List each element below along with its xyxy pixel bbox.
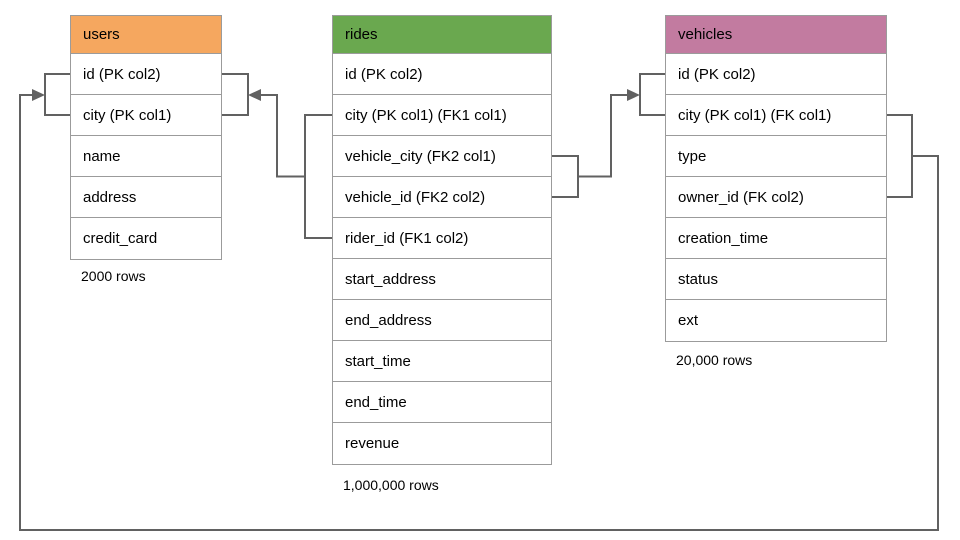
column-label: id (PK col2) [83,65,161,83]
table-title: rides [345,26,378,43]
table-header-vehicles: vehicles [666,16,886,54]
table-row: address [71,177,221,218]
table-row: id (PK col2) [666,54,886,95]
table-row: revenue [333,423,551,464]
table-row: vehicle_id (FK2 col2) [333,177,551,218]
table-rides: rides id (PK col2) city (PK col1) (FK1 c… [332,15,552,465]
relationship-rides-to-users [222,73,332,239]
table-header-users: users [71,16,221,54]
users-left-bracket [44,73,70,116]
rides-to-users-line [261,94,305,178]
column-label: city (PK col1) (FK col1) [678,106,832,124]
table-row: start_address [333,259,551,300]
table-users: users id (PK col2) city (PK col1) name a… [70,15,222,260]
column-label: rider_id (FK1 col2) [345,229,469,247]
table-row: status [666,259,886,300]
column-label: type [678,147,707,165]
table-row: ext [666,300,886,341]
table-vehicles: vehicles id (PK col2) city (PK col1) (FK… [665,15,887,342]
table-row: vehicle_city (FK2 col1) [333,136,551,177]
table-row: owner_id (FK col2) [666,177,886,218]
column-label: vehicle_id (FK2 col2) [345,188,486,206]
users-right-bracket [222,73,249,116]
column-label: creation_time [678,229,769,247]
column-label: ext [678,312,699,329]
column-label: vehicle_city (FK2 col1) [345,147,496,165]
row-count-users: 2000 rows [81,268,146,284]
table-row: credit_card [71,218,221,259]
vehicles-left-bracket [639,73,665,116]
rides-to-users-arrowhead [248,89,261,101]
column-label: name [83,147,121,165]
table-row: creation_time [666,218,886,259]
column-label: end_time [345,393,407,411]
vehicles-to-users-arrowhead [32,89,45,101]
column-label: start_time [345,352,411,370]
table-row: start_time [333,341,551,382]
row-count-rides: 1,000,000 rows [343,477,439,493]
table-row: name [71,136,221,177]
column-label: owner_id (FK col2) [678,188,804,206]
column-label: revenue [345,435,400,452]
column-label: city (PK col1) [83,106,172,124]
table-row: id (PK col2) [333,54,551,95]
column-label: id (PK col2) [345,65,423,83]
column-label: start_address [345,270,436,288]
row-count-vehicles: 20,000 rows [676,352,753,368]
table-row: id (PK col2) [71,54,221,95]
vehicles-right-bracket [887,114,913,198]
column-label: id (PK col2) [678,65,756,83]
column-label: city (PK col1) (FK1 col1) [345,106,507,124]
table-row: end_address [333,300,551,341]
column-label: credit_card [83,230,158,247]
column-label: end_address [345,311,432,329]
table-header-rides: rides [333,16,551,54]
rides-to-vehicles-line [578,94,627,178]
table-row: city (PK col1) [71,95,221,136]
table-row: type [666,136,886,177]
relationship-rides-to-vehicles [552,73,665,198]
table-row: city (PK col1) (FK col1) [666,95,886,136]
column-label: address [83,188,137,206]
column-label: status [678,270,719,288]
rides-left-bracket [304,114,332,239]
table-row: city (PK col1) (FK1 col1) [333,95,551,136]
table-title: users [83,26,120,43]
table-title: vehicles [678,26,733,43]
table-row: end_time [333,382,551,423]
table-row: rider_id (FK1 col2) [333,218,551,259]
rides-right-bracket [552,155,579,198]
rides-to-vehicles-arrowhead [627,89,640,101]
